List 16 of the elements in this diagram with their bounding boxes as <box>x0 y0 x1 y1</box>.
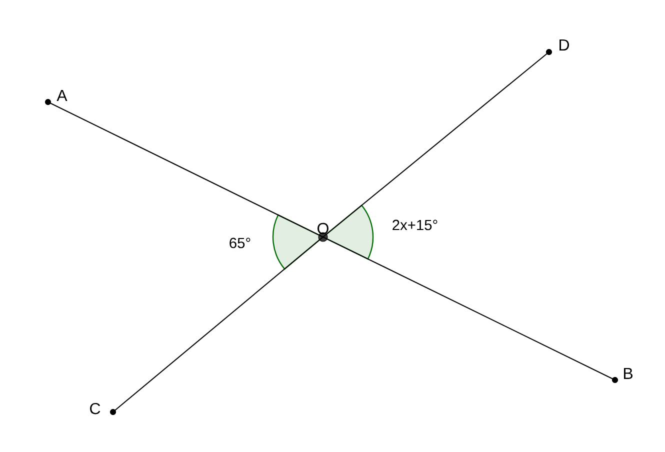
point: D <box>546 40 569 55</box>
angle-label: 65° <box>230 238 250 248</box>
node-label: D <box>560 39 570 50</box>
line-segment <box>48 102 324 238</box>
line-segment <box>322 52 550 238</box>
line-segment <box>322 236 616 380</box>
angle-label: 2x+15° <box>392 220 438 230</box>
line-segment <box>112 236 324 412</box>
point: B <box>612 368 632 383</box>
node-label: O <box>318 222 328 234</box>
node-label: A <box>56 90 68 101</box>
point: C <box>90 402 116 415</box>
node-label: B <box>624 368 632 379</box>
node-label: C <box>90 402 100 414</box>
point: A <box>45 90 68 105</box>
point: O <box>318 222 328 242</box>
